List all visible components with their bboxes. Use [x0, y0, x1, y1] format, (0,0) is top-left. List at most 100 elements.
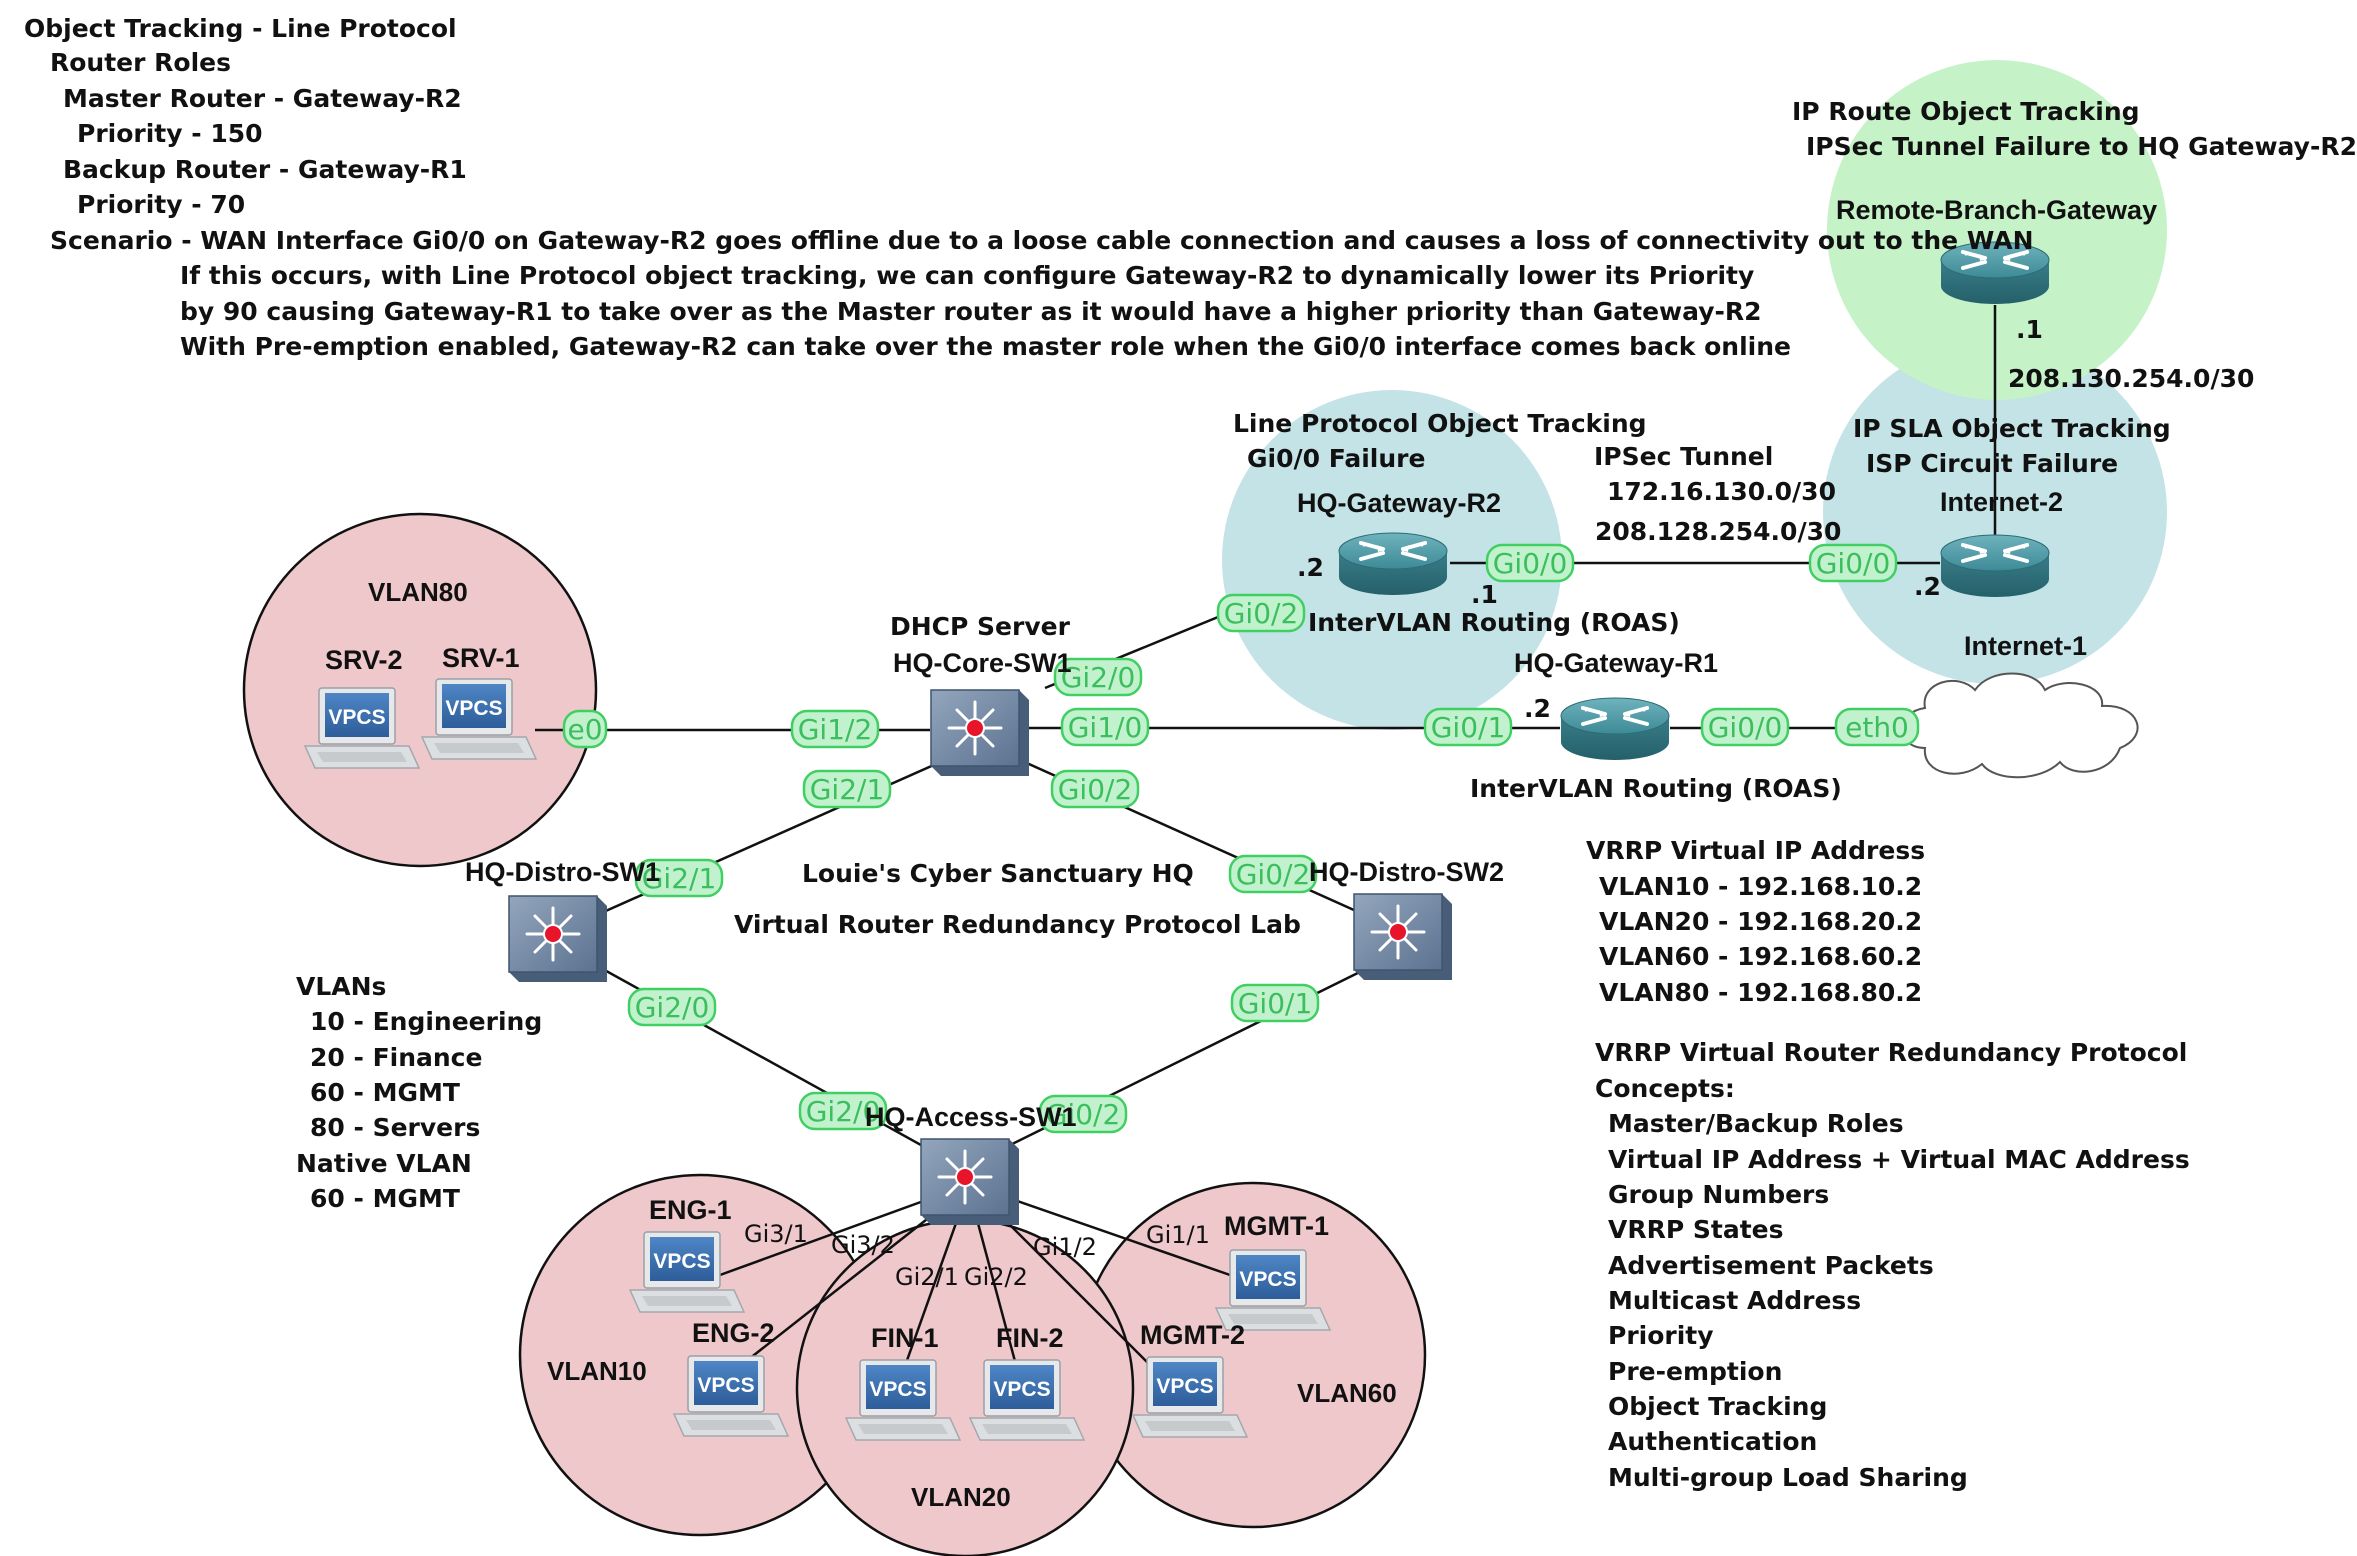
- svg-text:Gi0/2: Gi0/2: [1224, 597, 1299, 630]
- eng2-screen-label: VPCS: [697, 1374, 754, 1397]
- svg-text:Gi0/1: Gi0/1: [1431, 711, 1506, 744]
- mgmt1-screen-label: VPCS: [1239, 1268, 1296, 1291]
- backup-router-label: Backup Router - Gateway-R1: [63, 155, 467, 184]
- internet2-router-icon[interactable]: [1939, 533, 2051, 599]
- vrrp-concept-7: Pre-emption: [1608, 1357, 1783, 1386]
- pill-d2-gi02[interactable]: Gi0/2: [1228, 854, 1318, 894]
- remote-branch-gateway-label: Remote-Branch-Gateway: [1836, 195, 2158, 225]
- pill-core-gi21[interactable]: Gi2/1: [802, 769, 892, 809]
- ip-sla-tracking-subtitle: ISP Circuit Failure: [1866, 449, 2119, 478]
- vlan80-zone: [242, 512, 598, 868]
- port-acc-gi12: Gi1/2: [1033, 1233, 1097, 1261]
- hq-distro-sw2-icon[interactable]: [1352, 892, 1454, 982]
- ip-route-tracking-subtitle: IPSec Tunnel Failure to HQ Gateway-R2: [1806, 132, 2357, 161]
- vrrp-concept-4: Advertisement Packets: [1608, 1251, 1934, 1280]
- vlan20-label: VLAN20: [911, 1482, 1011, 1512]
- vlans-legend-item-60: 60 - MGMT: [310, 1078, 460, 1107]
- hq-access-sw1-label: HQ-Access-SW1: [865, 1102, 1077, 1132]
- branch-dot1: .1: [2016, 315, 2043, 344]
- pill-core-gi12[interactable]: Gi1/2: [790, 709, 880, 749]
- link-access-mgmt1: [999, 1193, 1231, 1277]
- lab-subtitle: Virtual Router Redundancy Protocol Lab: [734, 910, 1301, 939]
- vlans-legend-heading: VLANs: [296, 972, 387, 1001]
- pill-d1-gi21[interactable]: Gi2/1: [634, 858, 724, 898]
- vrrp-concept-10: Multi-group Load Sharing: [1608, 1463, 1968, 1492]
- vrrp-concept-9: Authentication: [1608, 1427, 1818, 1456]
- vrrp-concept-6: Priority: [1608, 1321, 1714, 1350]
- svg-text:Gi0/2: Gi0/2: [1058, 773, 1133, 806]
- pill-core-gi02[interactable]: Gi0/2: [1050, 769, 1140, 809]
- fin2-label: FIN-2: [996, 1323, 1064, 1353]
- svg-text:Gi0/0: Gi0/0: [1708, 711, 1783, 744]
- svg-text:Gi0/2: Gi0/2: [1046, 1098, 1121, 1131]
- svg-text:Gi2/0: Gi2/0: [806, 1095, 881, 1128]
- native-vlan-heading: Native VLAN: [296, 1149, 472, 1178]
- pill-r1-gi01[interactable]: Gi0/1: [1423, 707, 1513, 747]
- ipsec-tunnel-subnet: 172.16.130.0/30: [1607, 477, 1836, 506]
- remote-branch-zone: [1827, 60, 2167, 400]
- fin2-screen-label: VPCS: [993, 1378, 1050, 1401]
- svg-text:Gi0/2: Gi0/2: [1236, 858, 1311, 891]
- internet1-label: Internet-1: [1964, 631, 2088, 661]
- svg-text:Gi2/1: Gi2/1: [642, 862, 717, 895]
- vrrp-concepts-heading-1: VRRP Virtual Router Redundancy Protocol: [1595, 1038, 2188, 1067]
- port-acc-gi21: Gi2/1: [895, 1263, 959, 1291]
- hq-distro-sw1-icon[interactable]: [507, 894, 609, 984]
- link-access-mgmt2: [989, 1204, 1166, 1381]
- vrrp-concept-8: Object Tracking: [1608, 1392, 1828, 1421]
- svg-text:Gi2/1: Gi2/1: [810, 773, 885, 806]
- vrrp-concept-0: Master/Backup Roles: [1608, 1109, 1904, 1138]
- vlans-legend-item-10: 10 - Engineering: [310, 1007, 543, 1036]
- vlans-legend-item-20: 20 - Finance: [310, 1043, 483, 1072]
- link-access-fin1: [898, 1211, 962, 1381]
- scenario-line3: by 90 causing Gateway-R1 to take over as…: [180, 297, 1762, 326]
- scenario-line1: Scenario - WAN Interface Gi0/0 on Gatewa…: [50, 226, 2034, 255]
- internet1-cloud: [1901, 672, 2139, 779]
- branch-subnet-label: 208.130.254.0/30: [2008, 364, 2255, 393]
- pill-core-gi10[interactable]: Gi1/0: [1060, 707, 1150, 747]
- vrrp-concept-5: Multicast Address: [1608, 1286, 1862, 1315]
- link-access-eng2: [734, 1204, 946, 1371]
- pill-acc-gi02[interactable]: Gi0/2: [1038, 1094, 1128, 1134]
- lab-title: Louie's Cyber Sanctuary HQ: [802, 859, 1194, 888]
- port-acc-gi32: Gi3/2: [831, 1231, 895, 1259]
- mgmt1-label: MGMT-1: [1224, 1211, 1329, 1241]
- vrrp-vip-vlan60: VLAN60 - 192.168.60.2: [1599, 942, 1923, 971]
- pill-r2-gi00[interactable]: Gi0/0: [1485, 543, 1575, 583]
- pill-r1-gi00[interactable]: Gi0/0: [1700, 707, 1790, 747]
- vlan10-label: VLAN10: [547, 1356, 647, 1386]
- pill-d1-gi20[interactable]: Gi2/0: [627, 987, 717, 1027]
- eng1-label: ENG-1: [649, 1195, 732, 1225]
- hq-core-sw1-icon[interactable]: [929, 688, 1031, 778]
- hq-core-sw1-label: HQ-Core-SW1: [893, 648, 1072, 678]
- inet2-dot2: .2: [1914, 572, 1941, 601]
- pill-d2-gi01[interactable]: Gi0/1: [1230, 983, 1320, 1023]
- hq-gateway-r2-router-icon[interactable]: [1337, 531, 1449, 597]
- pill-inet1-eth[interactable]: eth0: [1834, 707, 1920, 747]
- r1-roas-label: InterVLAN Routing (ROAS): [1470, 774, 1842, 803]
- pill-r2-gi02[interactable]: Gi0/2: [1216, 593, 1306, 633]
- hq-gateway-r1-router-icon[interactable]: [1559, 696, 1671, 762]
- dhcp-server-label: DHCP Server: [890, 612, 1070, 641]
- pill-inet2-gi00[interactable]: Gi0/0: [1808, 543, 1898, 583]
- hq-distro-sw2-label: HQ-Distro-SW2: [1309, 857, 1504, 887]
- svg-text:Gi0/0: Gi0/0: [1493, 547, 1568, 580]
- hq-access-sw1-icon[interactable]: [919, 1137, 1021, 1227]
- master-priority-label: Priority - 150: [77, 119, 263, 148]
- mgmt2-screen-label: VPCS: [1156, 1375, 1213, 1398]
- ip-sla-tracking-title: IP SLA Object Tracking: [1853, 414, 2171, 443]
- pill-acc-gi20[interactable]: Gi2/0: [798, 1091, 888, 1131]
- vrrp-concept-1: Virtual IP Address + Virtual MAC Address: [1608, 1145, 2190, 1174]
- srv2-label: SRV-2: [325, 645, 403, 675]
- eng1-screen-label: VPCS: [653, 1250, 710, 1273]
- srv1-screen-label: VPCS: [445, 697, 502, 720]
- pill-core-gi20[interactable]: Gi2/0: [1053, 657, 1143, 697]
- link-access-fin2: [973, 1211, 1022, 1381]
- mgmt2-label: MGMT-2: [1140, 1320, 1245, 1350]
- hq-distro-sw1-label: HQ-Distro-SW1: [465, 857, 660, 887]
- scenario-line2: If this occurs, with Line Protocol objec…: [180, 261, 1755, 290]
- hq-gateway-r2-label: HQ-Gateway-R2: [1297, 488, 1502, 518]
- pill-srv-e0[interactable]: e0: [562, 709, 608, 749]
- wan-subnet-label: 208.128.254.0/30: [1595, 517, 1842, 546]
- r2-dot1: .1: [1471, 580, 1498, 609]
